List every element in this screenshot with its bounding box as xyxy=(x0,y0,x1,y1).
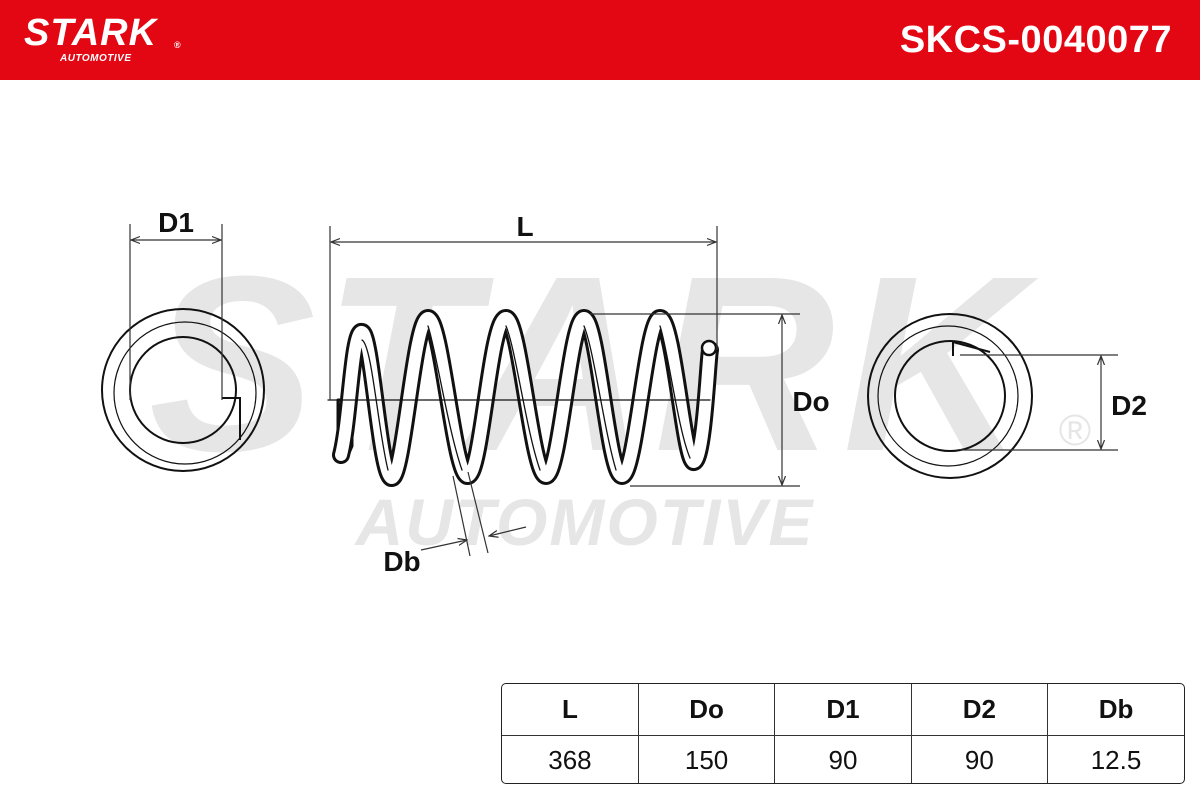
spec-value-d2: 90 xyxy=(910,735,1048,783)
watermark-brand-sub: AUTOMOTIVE xyxy=(354,485,815,559)
left-inner-coil xyxy=(129,336,237,444)
spec-header-db: Db xyxy=(1047,684,1184,736)
spec-value-d1: 90 xyxy=(774,735,912,783)
do-label: Do xyxy=(792,386,829,417)
db-dimension xyxy=(420,471,527,557)
spec-header-do: Do xyxy=(637,684,775,736)
watermark-registered-mark: ® xyxy=(1059,406,1091,455)
left-coil-edge xyxy=(113,321,257,465)
right-outer-coil xyxy=(867,313,1033,479)
d1-label: D1 xyxy=(158,207,194,238)
d1-dimension xyxy=(129,224,223,400)
d2-dimension xyxy=(960,354,1118,451)
spec-table-header-row: L Do D1 D2 Db xyxy=(502,684,1184,736)
right-coil-edge xyxy=(877,325,1019,467)
brand-logo: STARK ® AUTOMOTIVE xyxy=(24,12,181,64)
spec-table-value-row: 368 150 90 90 12.5 xyxy=(502,735,1184,783)
left-end-view xyxy=(101,308,265,472)
spec-table: L Do D1 D2 Db 368 150 90 90 12.5 xyxy=(501,683,1185,784)
spec-header-d1: D1 xyxy=(774,684,912,736)
spec-header-d2: D2 xyxy=(910,684,1048,736)
spring-side-view xyxy=(327,309,719,488)
left-coil-end xyxy=(222,397,241,440)
d2-label: D2 xyxy=(1111,390,1147,421)
header-bar: STARK ® AUTOMOTIVE SKCS-0040077 xyxy=(0,0,1200,80)
brand-name: STARK xyxy=(24,12,158,54)
spec-value-do: 150 xyxy=(637,735,775,783)
left-outer-coil xyxy=(101,308,265,472)
do-dimension xyxy=(590,313,800,487)
spec-value-db: 12.5 xyxy=(1047,735,1184,783)
l-dimension xyxy=(329,226,718,400)
right-end-view xyxy=(867,313,1033,479)
right-coil-end xyxy=(952,341,991,356)
spec-value-l: 368 xyxy=(548,744,592,775)
db-label: Db xyxy=(383,546,420,577)
part-number: SKCS-0040077 xyxy=(899,19,1172,61)
brand-registered-mark: ® xyxy=(174,40,181,50)
l-label: L xyxy=(516,211,533,242)
right-inner-coil xyxy=(894,340,1006,452)
brand-subtitle: AUTOMOTIVE xyxy=(60,53,132,64)
spec-header-l: L xyxy=(502,684,639,736)
